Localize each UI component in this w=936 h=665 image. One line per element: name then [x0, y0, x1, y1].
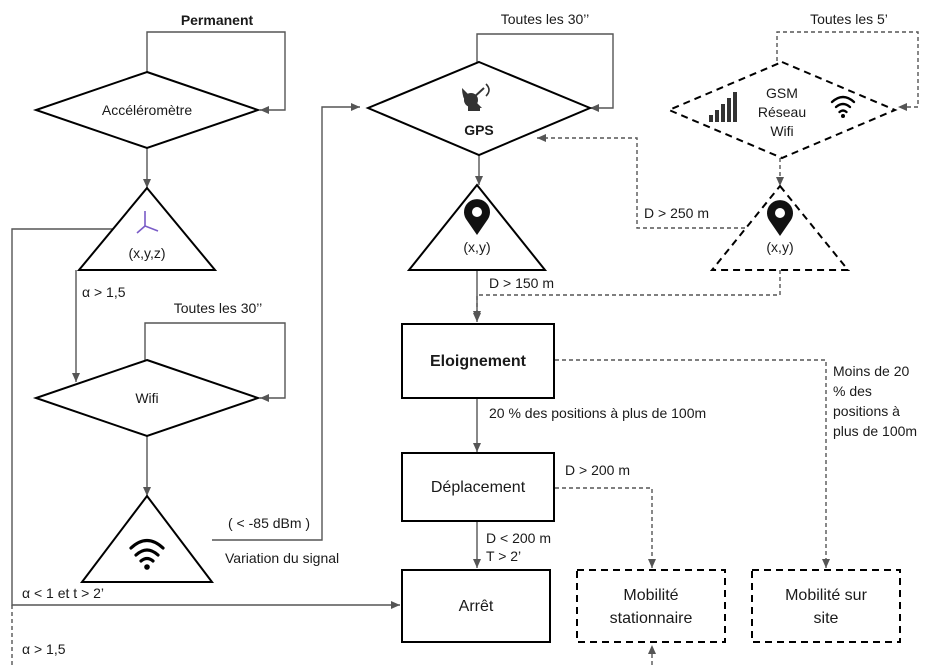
deplacement-box [401, 452, 555, 522]
alpha-lt-label: α < 1 et t > 2’ [22, 585, 104, 601]
moins-label-2: % des [833, 383, 872, 399]
arret-label: Arrêt [459, 598, 494, 615]
accel-triangle [76, 186, 218, 271]
gps-label: GPS [464, 122, 494, 138]
mobilite-site-label-1: Mobilité sur [785, 587, 867, 604]
gsm-diamond [666, 60, 898, 160]
permanent-label: Permanent [181, 12, 254, 28]
mobilite-stationnaire-label-1: Mobilité [623, 587, 678, 604]
gsm-label-2: Réseau [758, 104, 806, 120]
gsm-label-1: GSM [766, 85, 798, 101]
t-2-label: T > 2’ [486, 548, 521, 564]
eloignement-box [401, 323, 555, 399]
gsm-period-label: Toutes les 5’ [810, 11, 888, 27]
axes-icon [136, 211, 159, 234]
mobilite-stationnaire-label-2: stationnaire [610, 610, 693, 627]
signal-dbm-label: ( < -85 dBm ) [228, 515, 310, 531]
d-200-lt-label: D < 200 m [486, 530, 551, 546]
wifi-icon-dot [144, 564, 150, 570]
gsm-triangle-label: (x,y) [766, 239, 793, 255]
moins-label-1: Moins de 20 [833, 363, 909, 379]
moins-label-4: plus de 100m [833, 423, 917, 439]
accelerometre-label: Accéléromètre [102, 102, 192, 118]
signal-var-label: Variation du signal [225, 550, 339, 566]
mobilite-stationnaire-box [576, 569, 726, 643]
gps-period-label: Toutes les 30’’ [501, 11, 589, 27]
wifi-icon-dot-gsm [841, 114, 845, 118]
moins-label-3: positions à [833, 403, 900, 419]
pct-20-label: 20 % des positions à plus de 100m [489, 405, 706, 421]
gps-triangle-label: (x,y) [463, 239, 490, 255]
wifi-period-label: Toutes les 30’’ [174, 300, 262, 316]
mobilite-site-label-2: site [814, 610, 839, 627]
gsm-label-3: Wifi [770, 123, 793, 139]
d-200-gt-label: D > 200 m [565, 462, 630, 478]
d-250-label: D > 250 m [644, 205, 709, 221]
wifi-icon [830, 95, 856, 114]
location-pin-icon [464, 199, 491, 235]
d-150-label: D > 150 m [489, 275, 554, 291]
eloignement-label: Eloignement [430, 353, 527, 370]
accel-triangle-label: (x,y,z) [128, 245, 165, 261]
arret-box [401, 569, 551, 643]
alpha-gt-label: α > 1,5 [82, 284, 126, 300]
accelerometre-diamond [32, 70, 262, 150]
satellite-dish-icon [462, 83, 490, 111]
wifi-diamond [32, 358, 262, 438]
alpha-gt-bottom-label: α > 1,5 [22, 641, 66, 657]
signal-bars-icon [709, 92, 737, 122]
dashed-connectors [11, 31, 919, 665]
deplacement-label: Déplacement [431, 479, 526, 496]
wifi-label: Wifi [135, 390, 158, 406]
mobilite-site-box [751, 569, 901, 643]
location-pin-icon [767, 200, 793, 236]
connectors [11, 31, 614, 609]
wifi-icon [129, 538, 165, 563]
